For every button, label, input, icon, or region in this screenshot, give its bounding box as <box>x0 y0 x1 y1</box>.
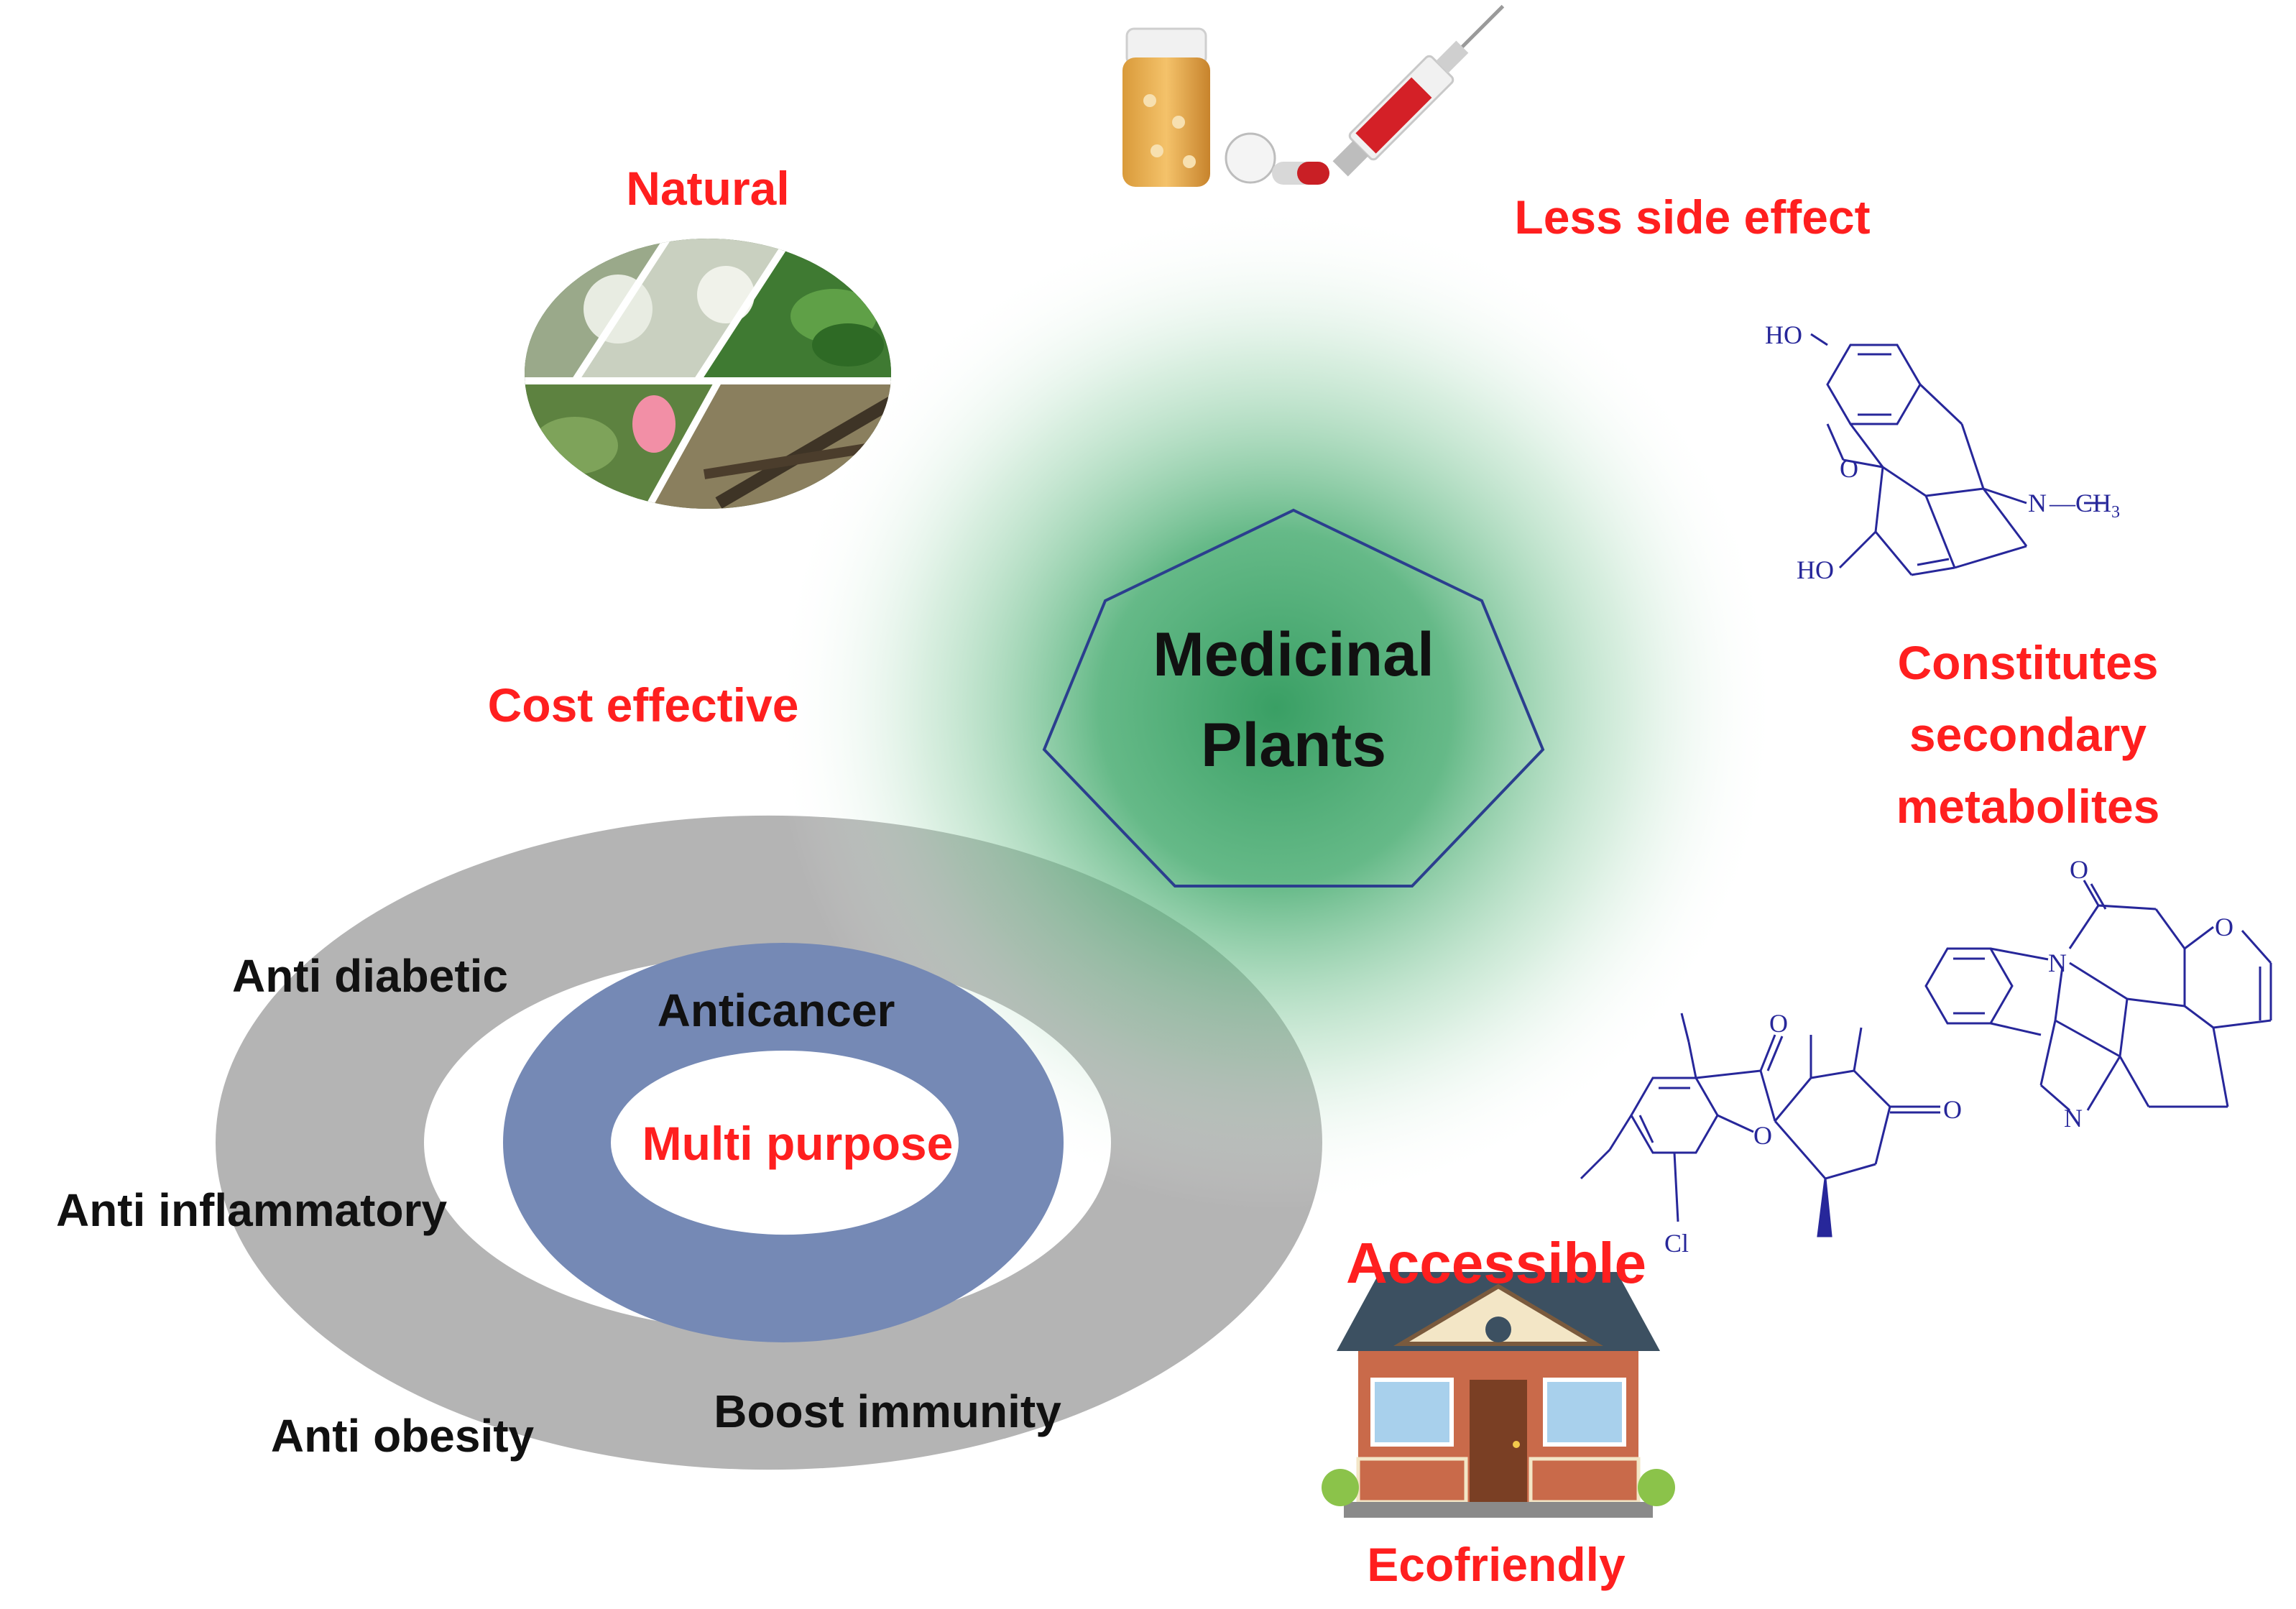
label-accessible: Accessible <box>1346 1231 1646 1295</box>
label-natural: Natural <box>626 162 789 215</box>
label-ecofriendly: Ecofriendly <box>1367 1538 1626 1591</box>
label-constitutes: Constitutes <box>1898 636 2159 689</box>
morphine-ho-bottom: HO <box>1797 555 1834 584</box>
strychnine-n-bottom: N <box>2064 1104 2083 1133</box>
morphine-o: O <box>1840 454 1858 483</box>
morphine-ho-top: HO <box>1765 321 1802 349</box>
griseo-o-ketone: O <box>1769 1009 1788 1038</box>
strychnine-o-ketone: O <box>2070 855 2088 884</box>
strychnine-n-top: N <box>2048 949 2067 977</box>
pills-icon <box>1225 132 1329 185</box>
label-secondary: secondary <box>1909 708 2147 761</box>
green-glow <box>773 205 1779 1211</box>
griseofulvin-structure <box>1580 1013 1940 1237</box>
strychnine-structure <box>1924 880 2272 1112</box>
center-title-line1: Medicinal <box>1153 620 1434 689</box>
inner-ring <box>503 943 1064 1342</box>
center-title-line2: Plants <box>1201 711 1386 780</box>
center-heptagon <box>1042 508 1545 888</box>
morphine-ch3: —CH3 <box>2049 489 2120 522</box>
label-less-side-effect: Less side effect <box>1514 190 1870 244</box>
griseo-o-ring: O <box>1753 1121 1772 1150</box>
strychnine-o-ring: O <box>2215 913 2233 941</box>
medicine-bottle-icon <box>1122 27 1210 187</box>
label-anti-obesity: Anti obesity <box>271 1410 535 1462</box>
morphine-n: N <box>2028 489 2047 517</box>
label-multi-purpose: Multi purpose <box>642 1117 954 1170</box>
griseo-o-right: O <box>1943 1095 1962 1124</box>
syringe-icon <box>1332 4 1505 177</box>
griseo-cl: Cl <box>1664 1229 1689 1258</box>
label-cost-effective: Cost effective <box>488 678 799 732</box>
morphine-structure <box>1810 333 2106 576</box>
label-anti-inflammatory: Anti inflammatory <box>56 1184 447 1236</box>
label-boost-immunity: Boost immunity <box>714 1386 1061 1437</box>
house-icon <box>1322 1272 1675 1518</box>
label-metabolites: metabolites <box>1896 780 2160 833</box>
label-anticancer: Anticancer <box>658 985 895 1036</box>
label-anti-diabetic: Anti diabetic <box>232 950 508 1002</box>
